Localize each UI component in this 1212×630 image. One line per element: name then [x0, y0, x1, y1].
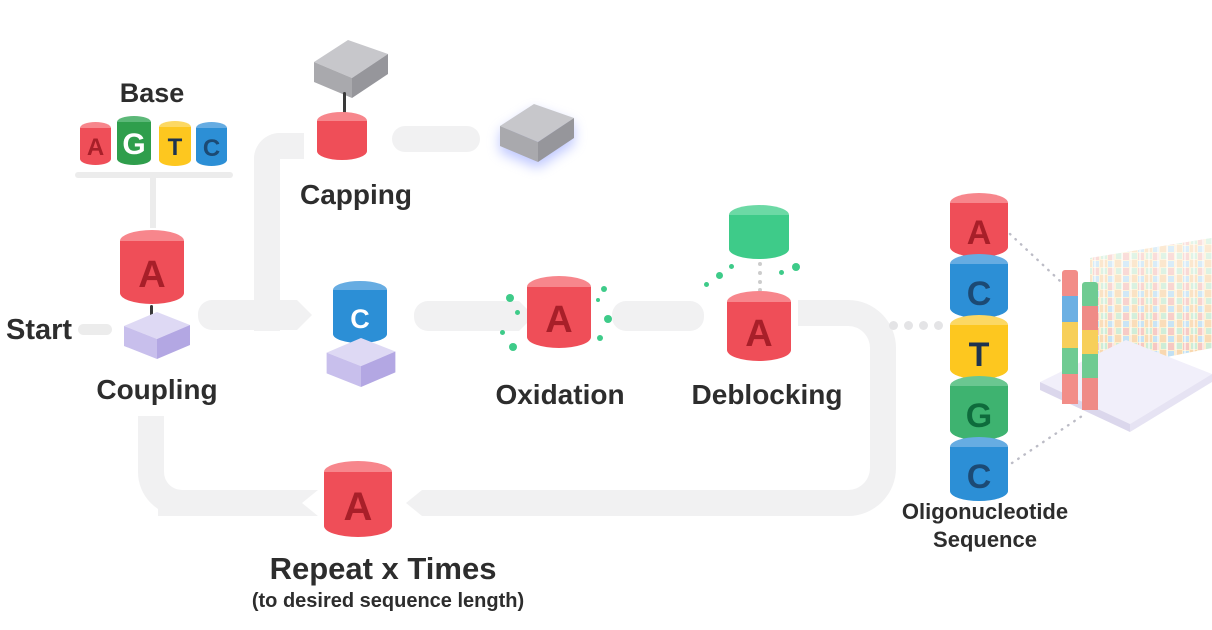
start-dash — [78, 324, 112, 335]
green-speck — [509, 343, 517, 351]
deblocking-cylinder: A — [727, 291, 791, 361]
flow-oxidation-to-deblocking — [612, 301, 704, 331]
green-speck — [597, 335, 603, 341]
dotted-line-dot — [758, 262, 762, 266]
start-label: Start — [6, 314, 73, 346]
green-speck — [601, 286, 607, 292]
oxidation-cylinder: A — [527, 276, 591, 348]
repeat-note: (to desired sequence length) — [251, 590, 525, 612]
coupling-label: Coupling — [96, 374, 218, 405]
coupling-connector — [150, 305, 153, 323]
green-speck — [500, 330, 505, 335]
capping-block — [314, 40, 388, 98]
capping-cylinder — [317, 112, 367, 160]
flow-dot — [889, 321, 898, 330]
deblocking-group-cylinder — [729, 205, 789, 259]
highlighted-sequence-columns — [1062, 270, 1098, 410]
green-speck — [506, 294, 514, 302]
dna-chip-array — [1040, 238, 1212, 432]
support-block-2 — [326, 338, 396, 387]
dotted-line-dot — [758, 280, 762, 284]
sequence-cylinder-4: G — [950, 376, 1008, 440]
flow-support-to-oxidation — [414, 301, 534, 331]
capping-connector — [343, 92, 346, 116]
green-speck — [515, 310, 520, 315]
base-bracket-horizontal — [75, 172, 233, 178]
coupling-cylinder: A — [120, 230, 184, 304]
base-cylinder-t: T — [159, 121, 191, 166]
capping-label: Capping — [300, 179, 412, 210]
base-bracket-vertical — [150, 176, 156, 228]
flow-up-to-capping — [254, 133, 304, 331]
flow-dot — [934, 321, 943, 330]
dotted-line-dot — [758, 288, 762, 292]
green-speck — [704, 282, 709, 287]
dotted-line-dot — [758, 271, 762, 275]
sequence-cylinder-2: C — [950, 254, 1008, 318]
base-cylinder-g: G — [117, 116, 151, 165]
green-speck — [596, 298, 600, 302]
base-label: Base — [119, 78, 185, 108]
oxidation-label: Oxidation — [495, 379, 625, 410]
flow-dot — [919, 321, 928, 330]
green-speck — [716, 272, 723, 279]
sequence-label: Oligonucleotide Sequence — [901, 499, 1069, 552]
flow-capping-to-capped — [392, 126, 480, 152]
support-block — [124, 312, 190, 359]
green-speck — [604, 315, 612, 323]
green-speck — [779, 270, 784, 275]
capped-block — [500, 104, 574, 162]
flow-return-elbow — [138, 416, 232, 516]
base-cylinder-c: C — [196, 122, 227, 166]
base-cylinder-a: A — [80, 122, 111, 165]
flow-dot — [904, 321, 913, 330]
support-cylinder: C — [333, 281, 387, 343]
repeat-label: Repeat x Times — [269, 551, 497, 586]
green-speck — [792, 263, 800, 271]
repeat-cylinder: A — [324, 461, 392, 537]
green-speck — [729, 264, 734, 269]
deblocking-label: Deblocking — [691, 379, 843, 410]
sequence-cylinder-3: T — [950, 315, 1008, 379]
sequence-cylinder-1: A — [950, 193, 1008, 257]
flow-bottom-right — [406, 490, 806, 516]
sequence-cylinder-5: C — [950, 437, 1008, 501]
